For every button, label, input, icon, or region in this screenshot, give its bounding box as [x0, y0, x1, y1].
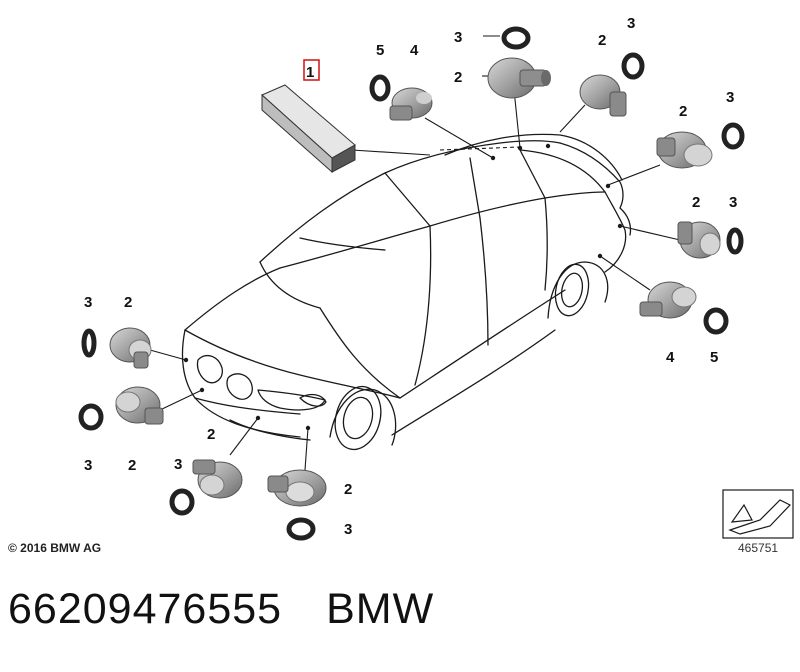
sensor-right-1	[656, 131, 713, 169]
part-number: 66209476555	[8, 585, 283, 633]
callout-3: 3	[726, 89, 734, 106]
callout-3: 3	[174, 456, 182, 473]
callout-3: 3	[454, 29, 462, 46]
sensor-front-left	[192, 459, 243, 499]
callout-4: 4	[410, 42, 419, 59]
callout-2: 2	[679, 103, 687, 120]
callout-3: 3	[344, 521, 352, 538]
highlight-box	[303, 59, 320, 81]
callout-2: 2	[128, 457, 136, 474]
copyright-text: © 2016 BMW AG	[8, 541, 102, 555]
callout-2: 2	[124, 294, 132, 311]
callout-2: 2	[344, 481, 352, 498]
orientation-arrow-icon	[722, 489, 794, 539]
sensor-right-4	[639, 281, 697, 319]
sensor-top-left-4	[389, 87, 433, 121]
control-unit-module	[261, 59, 356, 174]
brand-name: BMW	[326, 585, 435, 633]
callout-2: 2	[692, 194, 700, 211]
figure-number: 465751	[738, 541, 779, 555]
car-outline	[181, 133, 632, 451]
callout-4: 4	[666, 349, 675, 366]
callout-1: 1	[306, 64, 314, 81]
callout-3: 3	[627, 15, 635, 32]
callout-3: 3	[84, 294, 92, 311]
callout-3: 3	[729, 194, 737, 211]
callout-2: 2	[598, 32, 606, 49]
callout-2: 2	[454, 69, 462, 86]
sensor-top-center	[487, 57, 551, 99]
callout-labels: 1 3 2 5 4 2 3 2 3 2 3 4 5 3 2 3 2 2 3 2 …	[84, 15, 737, 538]
sensor-top-right	[579, 74, 627, 117]
sensor-right-2	[677, 221, 721, 259]
callout-3: 3	[84, 457, 92, 474]
callout-5: 5	[710, 349, 718, 366]
sensor-front-center	[267, 469, 327, 507]
sensor-left-lower	[115, 386, 164, 425]
mounting-rings	[78, 26, 745, 541]
callout-5: 5	[376, 42, 384, 59]
mount-points	[183, 143, 623, 431]
sensor-left-upper	[109, 327, 152, 369]
part-caption: 66209476555 BMW	[8, 585, 434, 634]
callout-2: 2	[207, 426, 215, 443]
